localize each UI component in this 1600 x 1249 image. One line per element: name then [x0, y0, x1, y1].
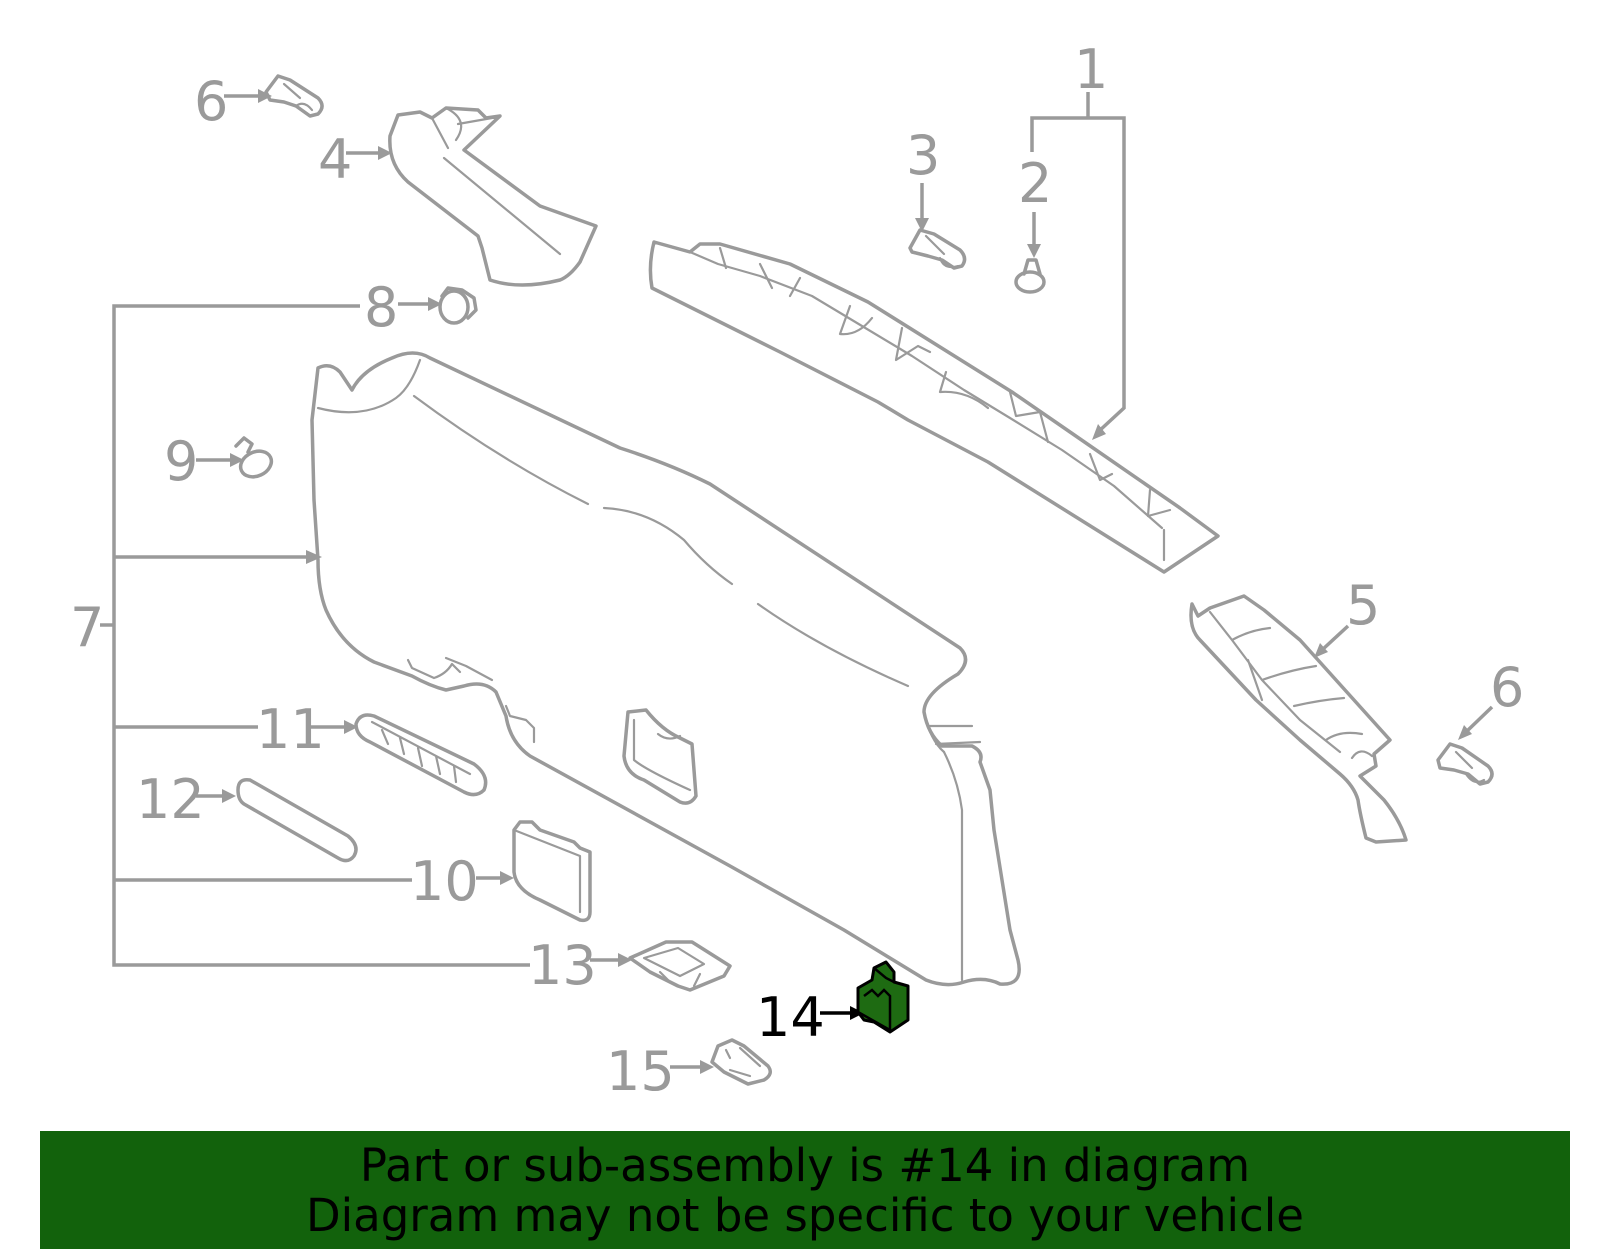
- callout-5: 5: [1346, 574, 1380, 637]
- callout-14: 14: [756, 986, 825, 1049]
- callout-11: 11: [256, 698, 325, 761]
- vent-grille-part-11: [354, 713, 488, 797]
- highlighted-part-14: [856, 960, 910, 1034]
- notice-banner: Part or sub-assembly is #14 in diagram D…: [40, 1131, 1570, 1249]
- leader-5: [1314, 624, 1350, 658]
- callout-2: 2: [1018, 152, 1052, 215]
- leader-15: [670, 1060, 714, 1074]
- leader-8: [398, 297, 442, 311]
- back-door-trim-panel-part-7: [310, 351, 1021, 987]
- callout-9: 9: [164, 430, 198, 493]
- clip-part-6-right: [1436, 742, 1494, 786]
- push-pin-part-9: [234, 436, 274, 479]
- clip-part-3: [908, 228, 967, 270]
- leader-11: [310, 720, 358, 734]
- notice-line-2: Diagram may not be specific to your vehi…: [306, 1189, 1304, 1242]
- leader-6b: [1458, 705, 1494, 740]
- clip-part-15: [710, 1038, 772, 1086]
- callout-15: 15: [606, 1040, 675, 1103]
- side-trim-part-5: [1189, 594, 1408, 844]
- leader-3: [915, 183, 929, 232]
- leader-2: [1027, 212, 1041, 258]
- handle-pocket-part-13: [628, 940, 732, 992]
- callout-4: 4: [318, 128, 352, 191]
- leader-7: [100, 304, 530, 967]
- strip-part-12: [236, 777, 358, 863]
- leader-12: [196, 789, 236, 803]
- pillar-trim-part-4: [388, 106, 598, 287]
- callout-10: 10: [410, 850, 479, 913]
- callout-8: 8: [364, 276, 398, 339]
- pin-part-2: [1014, 258, 1046, 294]
- upper-trim-panel-part-1: [648, 240, 1220, 574]
- leader-1: [1030, 92, 1126, 440]
- leader-9: [196, 453, 244, 467]
- callout-6-right: 6: [1490, 656, 1524, 719]
- notice-line-1: Part or sub-assembly is #14 in diagram: [359, 1139, 1251, 1192]
- callout-1: 1: [1074, 38, 1108, 101]
- callout-3: 3: [906, 124, 940, 187]
- fastener-part-8: [438, 286, 478, 325]
- callout-13: 13: [528, 934, 597, 997]
- clip-part-6-left: [264, 74, 324, 118]
- leader-13: [590, 953, 632, 967]
- leader-6a: [224, 89, 272, 103]
- cover-part-10: [512, 820, 592, 923]
- leader-10: [476, 871, 514, 885]
- callout-12: 12: [136, 768, 205, 831]
- callout-7: 7: [70, 596, 104, 659]
- callout-6-left: 6: [194, 70, 228, 133]
- leader-4: [346, 146, 392, 160]
